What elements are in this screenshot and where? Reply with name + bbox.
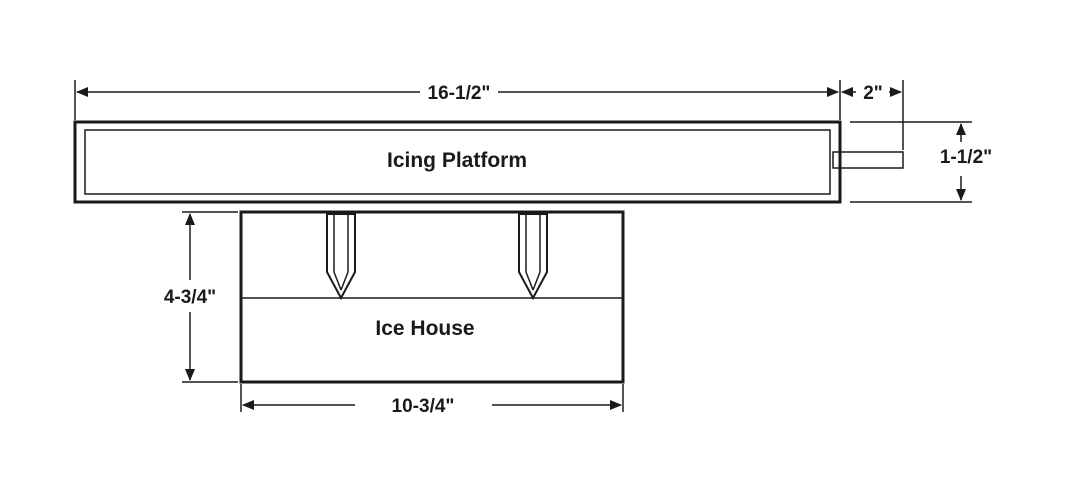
dim-label-house-height: 4-3/4" (164, 287, 216, 308)
dim-label-house-width: 10-3/4" (392, 396, 455, 417)
dim-label-platform-length: 16-1/2" (428, 83, 491, 104)
platform-spout (832, 151, 904, 169)
dim-house-width: 10-3/4" (240, 384, 624, 417)
ice-house: Ice House (239, 210, 625, 384)
dim-house-height: 4-3/4" (164, 211, 238, 383)
house-body (239, 210, 625, 384)
icing-platform: Icing Platform (73, 120, 904, 204)
platform-label: Icing Platform (387, 149, 527, 172)
spike-right (518, 213, 548, 301)
platform-inner-frame (84, 129, 831, 195)
dim-label-platform-height: 1-1/2" (940, 147, 992, 168)
dim-spout-length: 2" (841, 80, 904, 150)
spike-left (326, 213, 356, 301)
dim-platform-length: 16-1/2" (74, 80, 841, 120)
dim-platform-height: 1-1/2" (850, 121, 992, 203)
dim-label-spout-length: 2" (863, 83, 883, 104)
house-label: Ice House (375, 317, 474, 340)
platform-outer-frame (73, 120, 842, 204)
